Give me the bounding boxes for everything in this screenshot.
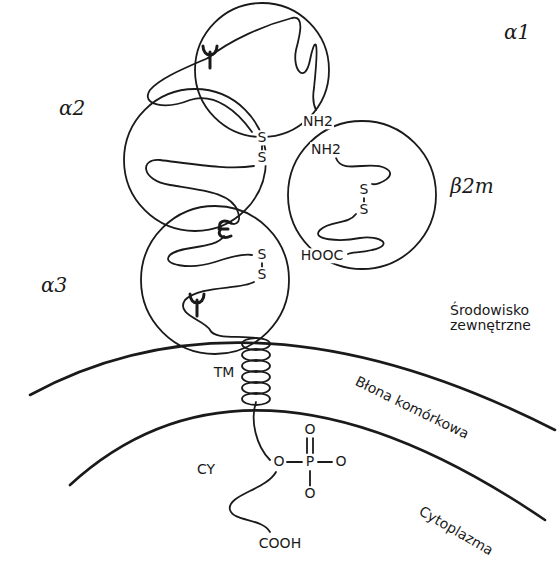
sulfur-atom: S bbox=[257, 150, 268, 165]
terminus-label: COOH bbox=[258, 536, 302, 551]
domain-label: α2 bbox=[58, 97, 86, 119]
domain-circle: α2SS bbox=[123, 88, 267, 232]
atom-label: O bbox=[272, 454, 285, 469]
domain-label: α1 bbox=[503, 21, 531, 43]
terminus-label: NH2 bbox=[310, 142, 342, 157]
circle-outline bbox=[140, 205, 290, 355]
circle-outline bbox=[123, 88, 267, 232]
sulfur-atom: S bbox=[359, 202, 370, 217]
segment-label: CY bbox=[196, 462, 216, 477]
sulfur-atom: S bbox=[257, 247, 268, 262]
sulfur-atom: S bbox=[257, 267, 268, 282]
domain-label: α3 bbox=[40, 274, 68, 296]
domain-circle: α1NH2 bbox=[194, 2, 330, 138]
cytoplasmic-chain bbox=[254, 402, 270, 460]
circle-outline bbox=[141, 206, 289, 354]
region-label: Cytoplazma bbox=[415, 503, 496, 559]
atom-label: P bbox=[305, 454, 315, 469]
atom-label: O bbox=[334, 454, 347, 469]
membrane-label: Błona komórkowa bbox=[352, 373, 472, 442]
sulfur-atom: S bbox=[359, 182, 370, 197]
domain-circle: α3SS bbox=[140, 205, 290, 355]
sulfur-atom: S bbox=[257, 130, 268, 145]
alpha2-chain bbox=[146, 160, 254, 224]
circle-outline bbox=[288, 121, 436, 269]
terminus-label: NH2 bbox=[302, 114, 334, 129]
atom-label: O bbox=[303, 486, 316, 501]
segment-label: TM bbox=[213, 365, 236, 380]
alpha3-chain bbox=[168, 236, 252, 266]
phosphate-bond bbox=[287, 438, 332, 486]
atom-label: O bbox=[303, 422, 316, 437]
cell-membrane-inner bbox=[70, 410, 545, 520]
terminus-label: HOOC bbox=[300, 248, 344, 263]
alpha3-chain bbox=[183, 282, 256, 338]
cytoplasmic-chain bbox=[230, 472, 276, 532]
domain-label: β2m bbox=[449, 175, 494, 197]
domain-circle: β2mNH2SSHOOC bbox=[287, 120, 437, 270]
cell-membrane-outer bbox=[30, 343, 555, 430]
region-label: Środowisko zewnętrzne bbox=[449, 303, 551, 334]
b2m-chain bbox=[336, 158, 390, 184]
circle-outline bbox=[124, 89, 266, 231]
